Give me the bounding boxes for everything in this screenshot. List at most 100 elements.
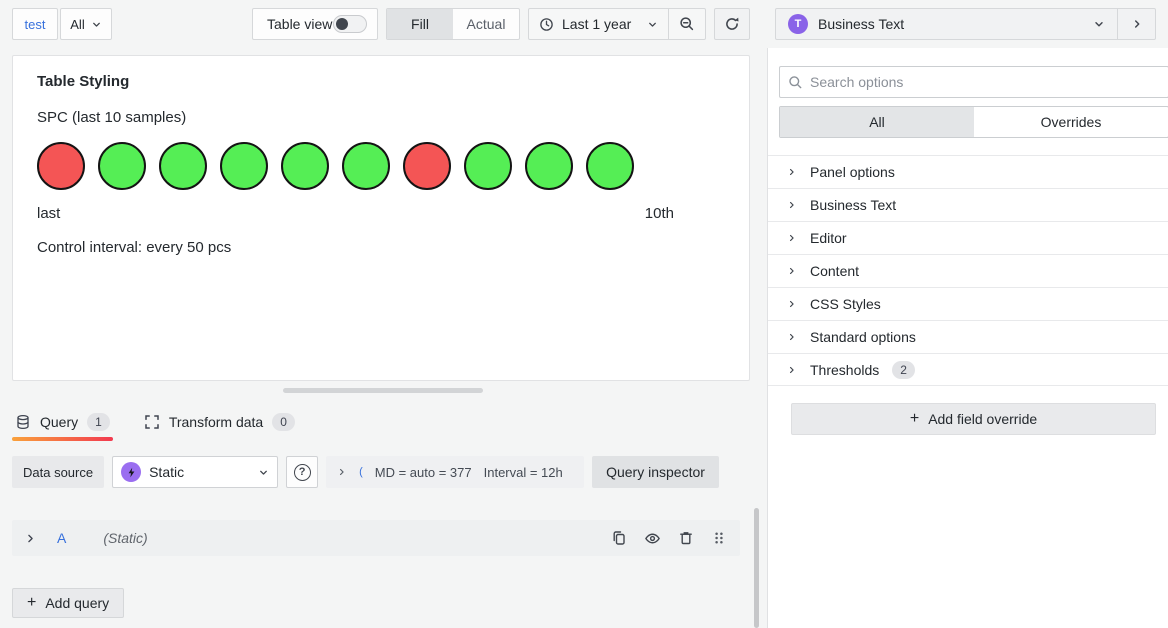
chevron-down-icon [92, 22, 100, 27]
drag-handle[interactable] [711, 530, 727, 546]
options-pane: All Overrides Panel options Business Tex… [767, 48, 1168, 628]
search-options-field[interactable] [779, 66, 1168, 98]
query-options-collapsible[interactable]: ( MD = auto = 377 Interval = 12h [326, 456, 585, 488]
editor-tabs: Query 1 Transform data 0 [12, 403, 298, 441]
refresh-button[interactable] [714, 8, 750, 40]
visualization-label: Business Text [818, 16, 905, 32]
control-interval-text: Control interval: every 50 pcs [37, 239, 232, 256]
panel-content: SPC (last 10 samples) last 10th Control … [13, 109, 749, 256]
tab-transform-data[interactable]: Transform data 0 [141, 403, 298, 441]
chevron-right-icon [789, 366, 794, 373]
query-inspector-label: Query inspector [606, 464, 705, 480]
chevron-right-icon[interactable] [25, 533, 36, 544]
visualization-dropdown[interactable]: T Business Text [776, 9, 1117, 39]
chevron-right-icon [789, 201, 794, 209]
fill-label: Fill [411, 16, 429, 32]
time-range-picker[interactable]: Last 1 year [529, 9, 668, 39]
spc-circle-green [464, 142, 512, 190]
panel-preview: Table Styling SPC (last 10 samples) last… [12, 55, 750, 381]
toggle-switch[interactable] [333, 15, 367, 33]
actual-label: Actual [466, 16, 506, 32]
datasource-value: Static [149, 464, 185, 480]
spc-circle-green [586, 142, 634, 190]
filter-all-label: All [869, 114, 885, 130]
chevron-down-icon [649, 22, 656, 27]
chevron-right-icon [1134, 20, 1139, 28]
pane-resize-handle[interactable] [283, 388, 483, 393]
static-datasource-icon [121, 462, 142, 482]
delete-query-button[interactable] [678, 530, 694, 546]
table-view-toggle[interactable]: Table view [252, 8, 378, 40]
query-editor-row[interactable]: A (Static) [12, 520, 740, 556]
thresholds-count-badge: 2 [892, 360, 915, 379]
section-thresholds[interactable]: Thresholds 2 [768, 353, 1168, 386]
spc-circle-green [220, 142, 268, 190]
tab-transform-label: Transform data [168, 414, 264, 430]
business-text-plugin-icon: T [788, 14, 808, 34]
zoom-out-time-button[interactable] [668, 9, 705, 39]
eye-icon [645, 533, 660, 543]
hide-response-button[interactable] [644, 530, 661, 547]
section-editor[interactable]: Editor [768, 221, 1168, 254]
tab-query[interactable]: Query 1 [12, 403, 113, 441]
spc-subtitle: SPC (last 10 samples) [37, 109, 187, 126]
add-query-button[interactable]: + Add query [12, 588, 125, 618]
spc-circles [37, 142, 674, 190]
datasource-help-button[interactable]: ? [286, 456, 319, 488]
clock-icon [540, 17, 553, 31]
datasource-picker[interactable]: Static [112, 456, 279, 488]
help-icon: ? [293, 463, 311, 481]
fill-option[interactable]: Fill [387, 9, 453, 39]
spc-circle-green [342, 142, 390, 190]
filter-all[interactable]: All [780, 107, 974, 137]
section-label: Editor [810, 230, 847, 246]
section-standard-options[interactable]: Standard options [768, 320, 1168, 353]
section-label: Standard options [810, 329, 916, 345]
section-panel-options[interactable]: Panel options [768, 155, 1168, 188]
collapse-options-pane-button[interactable] [1117, 9, 1155, 39]
panel-title: Table Styling [37, 73, 130, 90]
section-css-styles[interactable]: CSS Styles [768, 287, 1168, 320]
chevron-down-icon [260, 470, 268, 475]
chevron-right-icon [340, 468, 344, 476]
query-count-badge: 1 [87, 413, 110, 431]
drag-dots-icon [715, 532, 723, 544]
time-controls: Last 1 year [528, 8, 706, 40]
datasource-label: Data source [12, 456, 105, 488]
filter-overrides-label: Overrides [1040, 114, 1102, 130]
plugin-glyph: T [794, 18, 802, 30]
search-input[interactable] [810, 74, 1160, 90]
spc-footer-right: 10th [644, 205, 674, 222]
datasource-row: Data source Static ? ( MD = auto = 377 I… [12, 456, 719, 488]
visualization-picker: T Business Text [775, 8, 1156, 40]
duplicate-query-button[interactable] [611, 530, 627, 546]
zoom-out-icon [680, 17, 694, 31]
section-business-text[interactable]: Business Text [768, 188, 1168, 221]
spc-circle-green [159, 142, 207, 190]
database-icon [17, 414, 29, 430]
query-datasource-name: (Static) [103, 530, 148, 546]
query-inspector-button[interactable]: Query inspector [592, 456, 719, 488]
query-pane-scrollbar[interactable] [754, 508, 759, 628]
section-label: Thresholds [810, 361, 880, 378]
section-label: Panel options [810, 164, 895, 180]
table-view-label: Table view [267, 16, 333, 32]
section-label: Content [810, 263, 860, 279]
refresh-icon [726, 17, 739, 30]
spc-footer-left: last [37, 205, 61, 222]
variable-label: All [70, 16, 85, 32]
actual-option[interactable]: Actual [453, 9, 519, 39]
options-filter: All Overrides [779, 106, 1168, 138]
options-truncation-mark: ( [359, 466, 363, 478]
breadcrumb[interactable]: test [12, 8, 58, 40]
chevron-right-icon [789, 168, 794, 176]
max-data-points-summary: MD = auto = 377 [374, 464, 472, 480]
dashboard-variable-dropdown[interactable]: All [60, 8, 112, 40]
filter-overrides[interactable]: Overrides [974, 107, 1168, 137]
spc-footer: last 10th [37, 205, 674, 222]
add-field-override-button[interactable]: + Add field override [791, 403, 1156, 435]
chevron-right-icon [789, 267, 794, 275]
plus-icon: + [27, 594, 37, 611]
trash-icon [680, 532, 692, 545]
section-content[interactable]: Content [768, 254, 1168, 287]
